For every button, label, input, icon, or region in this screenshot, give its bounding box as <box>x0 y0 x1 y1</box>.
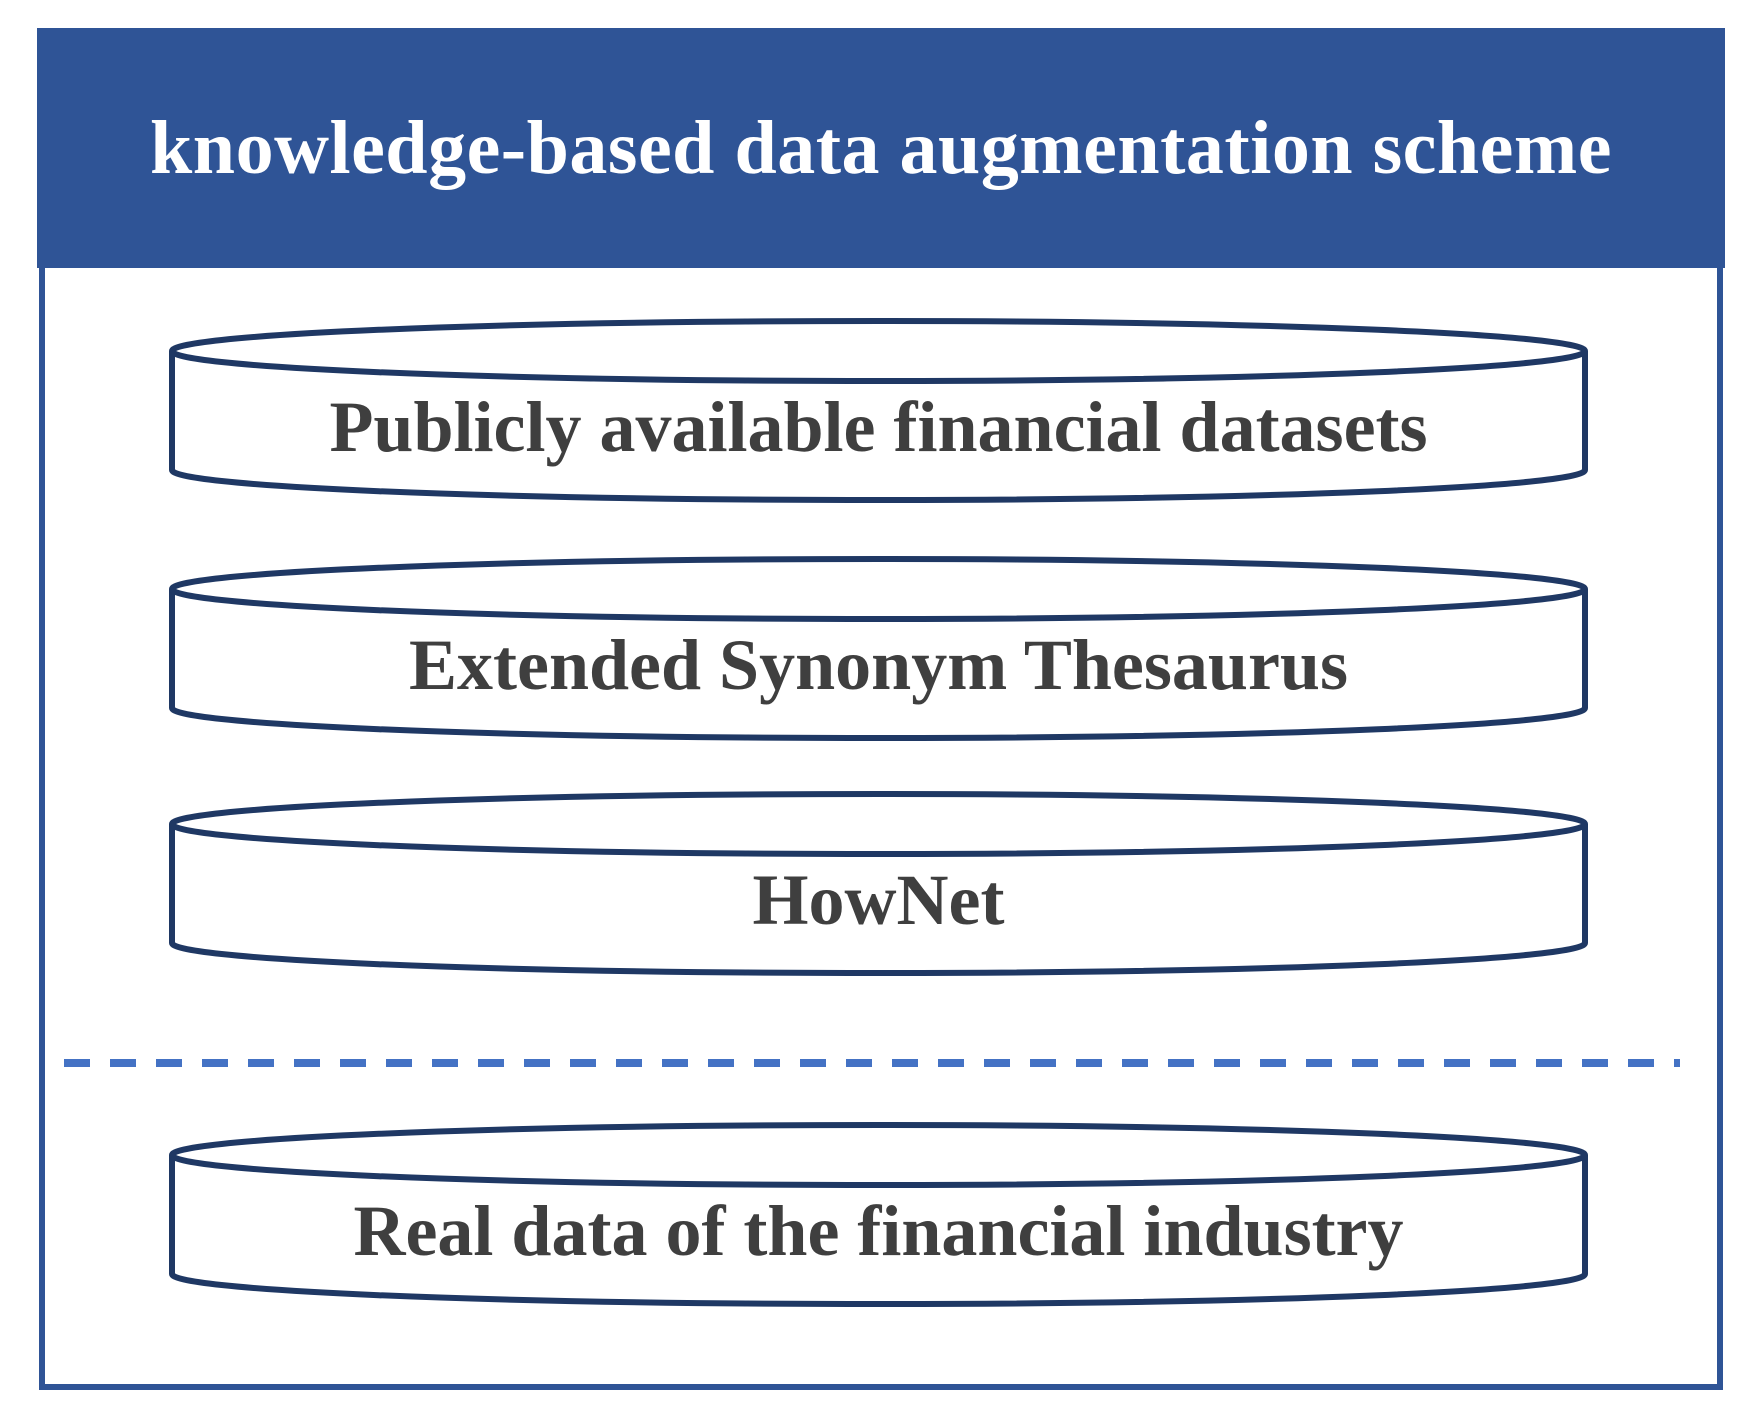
cylinder-top-ellipse <box>169 318 1588 384</box>
cylinder-real-financial-data <box>168 1121 1589 1309</box>
cylinder-label-real-financial-data: Real data of the financial industry <box>353 1190 1404 1271</box>
cylinder-label-hownet: HowNet <box>752 859 1005 940</box>
cylinder-top-ellipse <box>169 791 1588 857</box>
cylinder-extended-synonym-thesaurus <box>168 555 1589 743</box>
cylinder-top-ellipse <box>169 556 1588 622</box>
header-banner: knowledge-based data augmentation scheme <box>37 28 1725 268</box>
header-title: knowledge-based data augmentation scheme <box>150 105 1612 190</box>
cylinder-body <box>169 589 1588 741</box>
cylinder-body <box>169 1155 1588 1307</box>
cylinder-publicly-available-datasets <box>168 317 1589 505</box>
cylinder-body <box>169 824 1588 976</box>
cylinder-body <box>169 351 1588 503</box>
cylinder-top-ellipse <box>169 1122 1588 1188</box>
dashed-divider-line <box>64 1059 1680 1067</box>
cylinder-label-publicly-available-datasets: Publicly available financial datasets <box>329 386 1428 467</box>
database-cylinder-shape <box>169 556 1588 741</box>
database-cylinder-shape <box>169 1122 1588 1307</box>
database-cylinder-shape <box>169 791 1588 976</box>
cylinder-label-extended-synonym-thesaurus: Extended Synonym Thesaurus <box>409 624 1348 705</box>
cylinder-hownet <box>168 790 1589 978</box>
database-cylinder-shape <box>169 318 1588 503</box>
